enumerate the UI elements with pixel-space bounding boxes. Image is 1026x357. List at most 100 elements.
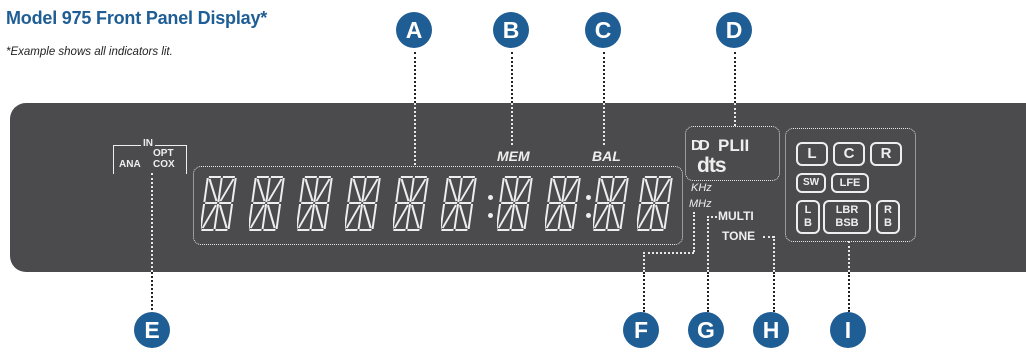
segment [363, 178, 379, 202]
channel-lbr-bsb: LBR BSB [823, 200, 871, 234]
segment [393, 204, 409, 229]
segment [218, 204, 228, 229]
segment [217, 178, 223, 202]
segment [619, 204, 626, 229]
segment [249, 204, 265, 229]
page-title: Model 975 Front Panel Display* [6, 8, 268, 28]
segment [362, 204, 372, 229]
callout-e: E [134, 312, 170, 348]
segment [593, 204, 609, 229]
dolby-digital-icon: DD [691, 137, 710, 154]
segment [563, 178, 579, 202]
leader-a-outer [414, 52, 416, 103]
segment [667, 178, 673, 202]
segment [256, 178, 266, 202]
page-subtitle: *Example shows all indicators lit. [6, 46, 173, 58]
input-indicator: IN OPT ANA COX [113, 138, 187, 174]
segment [653, 178, 659, 202]
segment [249, 204, 254, 229]
segment [443, 178, 449, 202]
segment [605, 204, 612, 229]
segment [639, 178, 645, 202]
leader-f-inner-v [693, 212, 695, 252]
channel-lbr: LBR [835, 204, 859, 216]
channel-sw: SW [796, 173, 826, 193]
segment [545, 204, 561, 229]
mem-indicator: MEM [497, 148, 530, 164]
segment [515, 178, 531, 202]
segment [375, 178, 381, 202]
segment [410, 204, 420, 229]
channel-lb-top: L [804, 204, 812, 216]
leader-c-inner [603, 103, 605, 145]
segment [309, 204, 316, 229]
segment [595, 178, 601, 202]
segment [352, 178, 362, 202]
segment [654, 204, 664, 229]
segment [557, 204, 564, 229]
leader-f-outer [643, 272, 645, 312]
segment [561, 178, 567, 202]
callout-d: D [716, 12, 752, 48]
segment-display-frame [193, 166, 683, 245]
segment [371, 204, 378, 229]
segment [499, 178, 505, 202]
tone-indicator: TONE [722, 229, 756, 243]
segment [357, 204, 364, 229]
channel-frame [785, 128, 916, 242]
segment [203, 178, 209, 202]
segment [419, 204, 426, 229]
dts-indicator: dts [697, 154, 726, 177]
input-opt-label: OPT [153, 148, 174, 159]
display-panel [10, 103, 1026, 272]
channel-rb-bottom: B [884, 217, 892, 229]
segment [575, 178, 581, 202]
segment [265, 178, 271, 202]
segment [345, 204, 361, 229]
channel-c: C [833, 142, 865, 166]
input-cox-label: COX [153, 159, 175, 170]
input-in-label: IN [141, 138, 155, 149]
segment-colon-dot [586, 195, 591, 200]
leader-h-inner-v [773, 236, 775, 272]
callout-b: B [493, 12, 529, 48]
segment-digit [249, 176, 285, 231]
segment [637, 204, 653, 229]
segment-digit [441, 176, 477, 231]
segment [405, 204, 412, 229]
segment [457, 178, 463, 202]
segment [655, 178, 671, 202]
segment [411, 178, 427, 202]
segment [609, 178, 615, 202]
leader-f-inner-v2 [643, 252, 645, 272]
segment-digit [545, 176, 581, 231]
leader-h-inner-h [763, 236, 774, 238]
segment [315, 178, 331, 202]
segment [545, 204, 550, 229]
segment [514, 204, 524, 229]
callout-h: H [753, 312, 789, 348]
segment [208, 178, 218, 202]
callout-c: C [585, 12, 621, 48]
segment [231, 178, 237, 202]
mhz-indicator: MHz [689, 198, 712, 210]
leader-h-outer [773, 272, 775, 312]
leader-e-outer [151, 272, 153, 310]
segment [623, 178, 629, 202]
segment-colon-dot [488, 195, 493, 200]
segment [523, 204, 530, 229]
channel-bsb: BSB [835, 217, 859, 229]
segment [458, 204, 468, 229]
segment [400, 178, 410, 202]
segment [610, 204, 620, 229]
segment-digit [201, 176, 237, 231]
callout-a: A [396, 12, 432, 48]
channel-lb-bottom: B [804, 217, 812, 229]
segment [453, 204, 460, 229]
segment [409, 178, 415, 202]
callout-g: G [688, 312, 724, 348]
segment [297, 204, 313, 229]
segment [275, 204, 282, 229]
segment [467, 204, 474, 229]
segment [663, 204, 670, 229]
